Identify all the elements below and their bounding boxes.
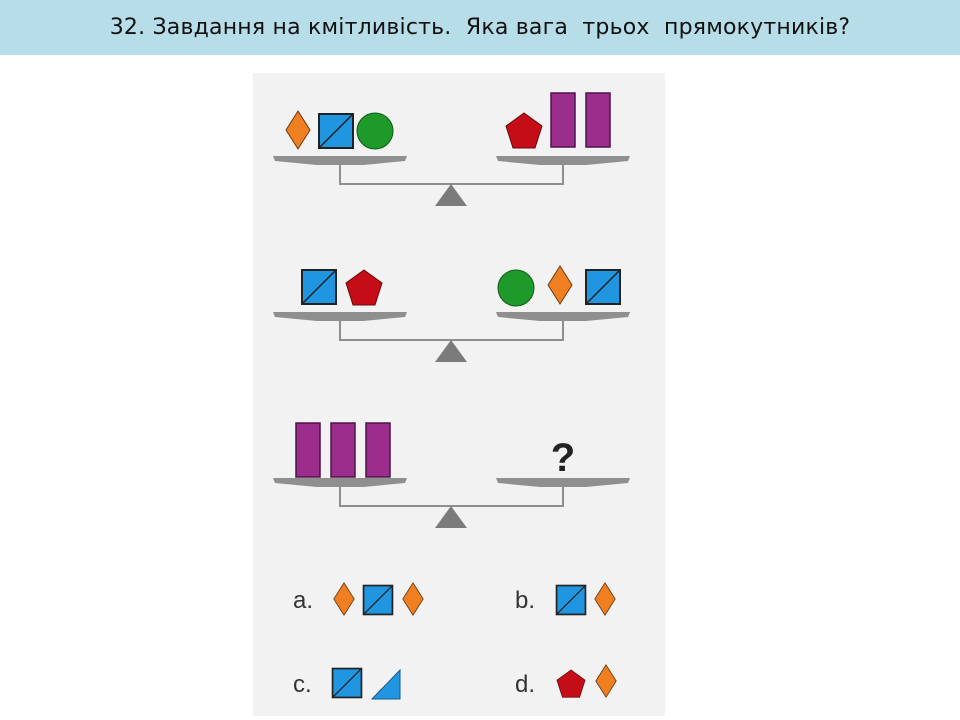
pentagon-icon — [556, 669, 586, 698]
balance-scale-2 — [272, 265, 631, 363]
square-icon — [331, 667, 363, 699]
square-icon — [585, 269, 621, 305]
pentagon-icon — [505, 112, 543, 149]
rectangle-icon — [330, 422, 356, 478]
diamond-icon — [285, 110, 311, 150]
option-d-label: d. — [515, 671, 535, 698]
puzzle-image: ? a. b. c. d. — [253, 73, 665, 716]
diamond-icon — [402, 582, 424, 616]
option-a[interactable]: a. — [293, 582, 424, 616]
option-d[interactable]: d. — [515, 664, 617, 698]
option-c[interactable]: c. — [293, 667, 401, 700]
slide-title: 32. Завдання на кмітливість. Яка вага тр… — [109, 15, 851, 40]
circle-icon — [356, 112, 394, 150]
title-bar: 32. Завдання на кмітливість. Яка вага тр… — [0, 0, 960, 55]
option-b-label: b. — [515, 587, 535, 614]
diamond-icon — [333, 582, 355, 616]
square-icon — [301, 269, 337, 305]
square-icon — [362, 584, 394, 616]
triangle-icon — [371, 669, 401, 700]
square-icon — [318, 113, 354, 149]
question-mark: ? — [551, 436, 575, 480]
puzzle-canvas: ? a. b. c. d. — [272, 92, 631, 700]
square-icon — [555, 584, 587, 616]
circle-icon — [497, 269, 535, 307]
rectangle-icon — [550, 92, 576, 148]
option-c-label: c. — [293, 671, 312, 698]
balance-scale-3: ? — [272, 422, 631, 529]
pentagon-icon — [345, 269, 383, 306]
option-b[interactable]: b. — [515, 582, 616, 616]
diamond-icon — [595, 664, 617, 698]
diamond-icon — [594, 582, 616, 616]
rectangle-icon — [585, 92, 611, 148]
rectangle-icon — [295, 422, 321, 478]
balance-scale-1 — [272, 92, 631, 207]
rectangle-icon — [365, 422, 391, 478]
diamond-icon — [547, 265, 573, 305]
option-a-label: a. — [293, 587, 313, 614]
